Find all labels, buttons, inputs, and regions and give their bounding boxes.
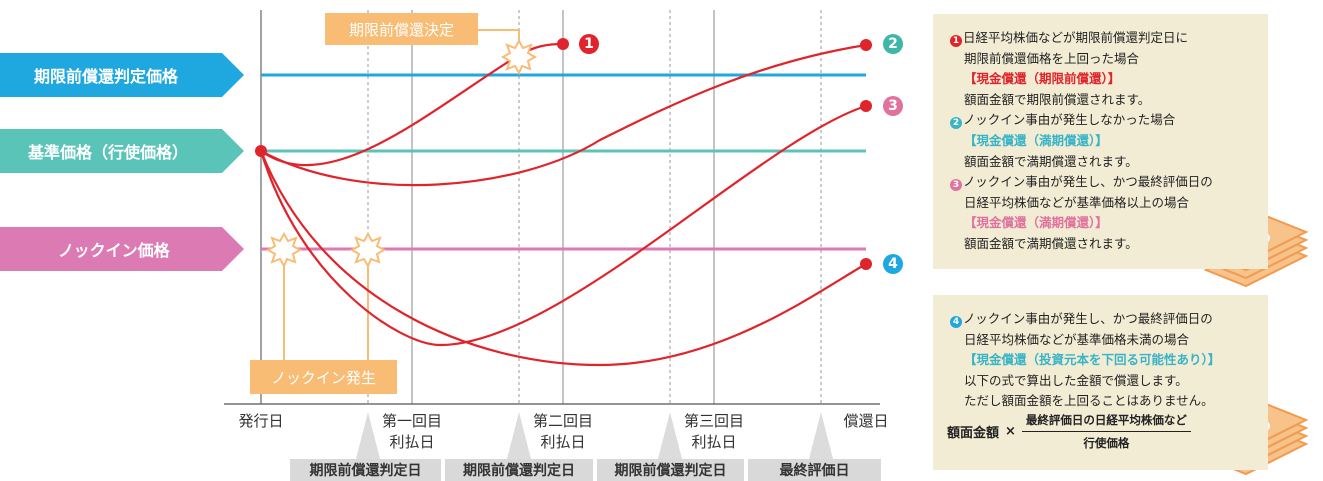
bottom-bar-judge-1: 期限前償還判定日 — [290, 459, 441, 481]
formula-denominator: 行使価格 — [1083, 436, 1130, 450]
x-label-second-payment: 第二回目利払日 — [532, 412, 593, 451]
scenario-4-curve — [259, 150, 867, 367]
base-level-text: 基準価格（行使価格） — [28, 143, 189, 162]
knockin-event-tag: ノックイン発生 — [250, 360, 397, 394]
formula-numerator: 最終評価日の日経平均株価など — [1021, 412, 1191, 432]
scenario-2-curve — [260, 43, 867, 187]
judge-pointer-2 — [507, 412, 531, 459]
formula-face-value: 額面金額 — [947, 426, 1000, 441]
base-level-arrow — [0, 129, 244, 173]
scenario-1-curve — [260, 42, 564, 167]
bottom-bar-final-eval: 最終評価日 — [748, 459, 881, 481]
start-point — [255, 145, 267, 157]
early-redemption-burst-icon — [500, 38, 538, 76]
x-label-first-payment: 第一回目利払日 — [381, 412, 442, 451]
knockin-burst-icon-2 — [349, 231, 387, 269]
knockin-level-label: ノックイン価格 — [0, 227, 244, 271]
scenario-1-end-dot — [557, 38, 569, 50]
scenario-3-end-dot — [860, 100, 872, 112]
early-level-arrow — [0, 53, 244, 97]
scenario-2-marker: 2 — [883, 34, 903, 54]
payout-formula: 額面金額 × 最終評価日の日経平均株価など 行使価格 — [947, 412, 1191, 451]
formula-times: × — [1005, 424, 1016, 439]
scenario-1-marker: ❶1 — [579, 34, 599, 54]
scenario-2-end-dot — [860, 39, 872, 51]
scenario-4-notes-box — [933, 295, 1268, 470]
knockin-burst-icon-1 — [265, 231, 303, 269]
bottom-bar-judge-2: 期限前償還判定日 — [445, 459, 593, 481]
scenario-4-marker: 4 — [883, 254, 903, 274]
base-price-level-label: 基準価格（行使価格） — [0, 129, 244, 173]
early-redemption-level-label: 期限前償還判定価格 — [0, 53, 244, 97]
formula-fraction: 最終評価日の日経平均株価など 行使価格 — [1021, 412, 1191, 451]
scenario-notes-box — [933, 14, 1268, 269]
scenario-4-end-dot — [860, 258, 872, 270]
x-label-redemption-date: 償還日 — [843, 412, 889, 430]
early-redemption-event-tag: 期限前償還決定 — [325, 13, 478, 45]
judge-pointer-1 — [356, 412, 380, 459]
knockin-level-text: ノックイン価格 — [58, 241, 170, 260]
judge-pointer-3 — [658, 412, 682, 459]
x-label-third-payment: 第三回目利払日 — [683, 412, 744, 451]
early-level-text: 期限前償還判定価格 — [34, 67, 179, 86]
scenario-3-marker: 3 — [883, 96, 903, 116]
x-label-issue-date: 発行日 — [238, 412, 284, 430]
knockin-level-arrow — [0, 227, 244, 271]
judge-pointer-4 — [809, 412, 833, 459]
bottom-bar-judge-3: 期限前償還判定日 — [597, 459, 744, 481]
